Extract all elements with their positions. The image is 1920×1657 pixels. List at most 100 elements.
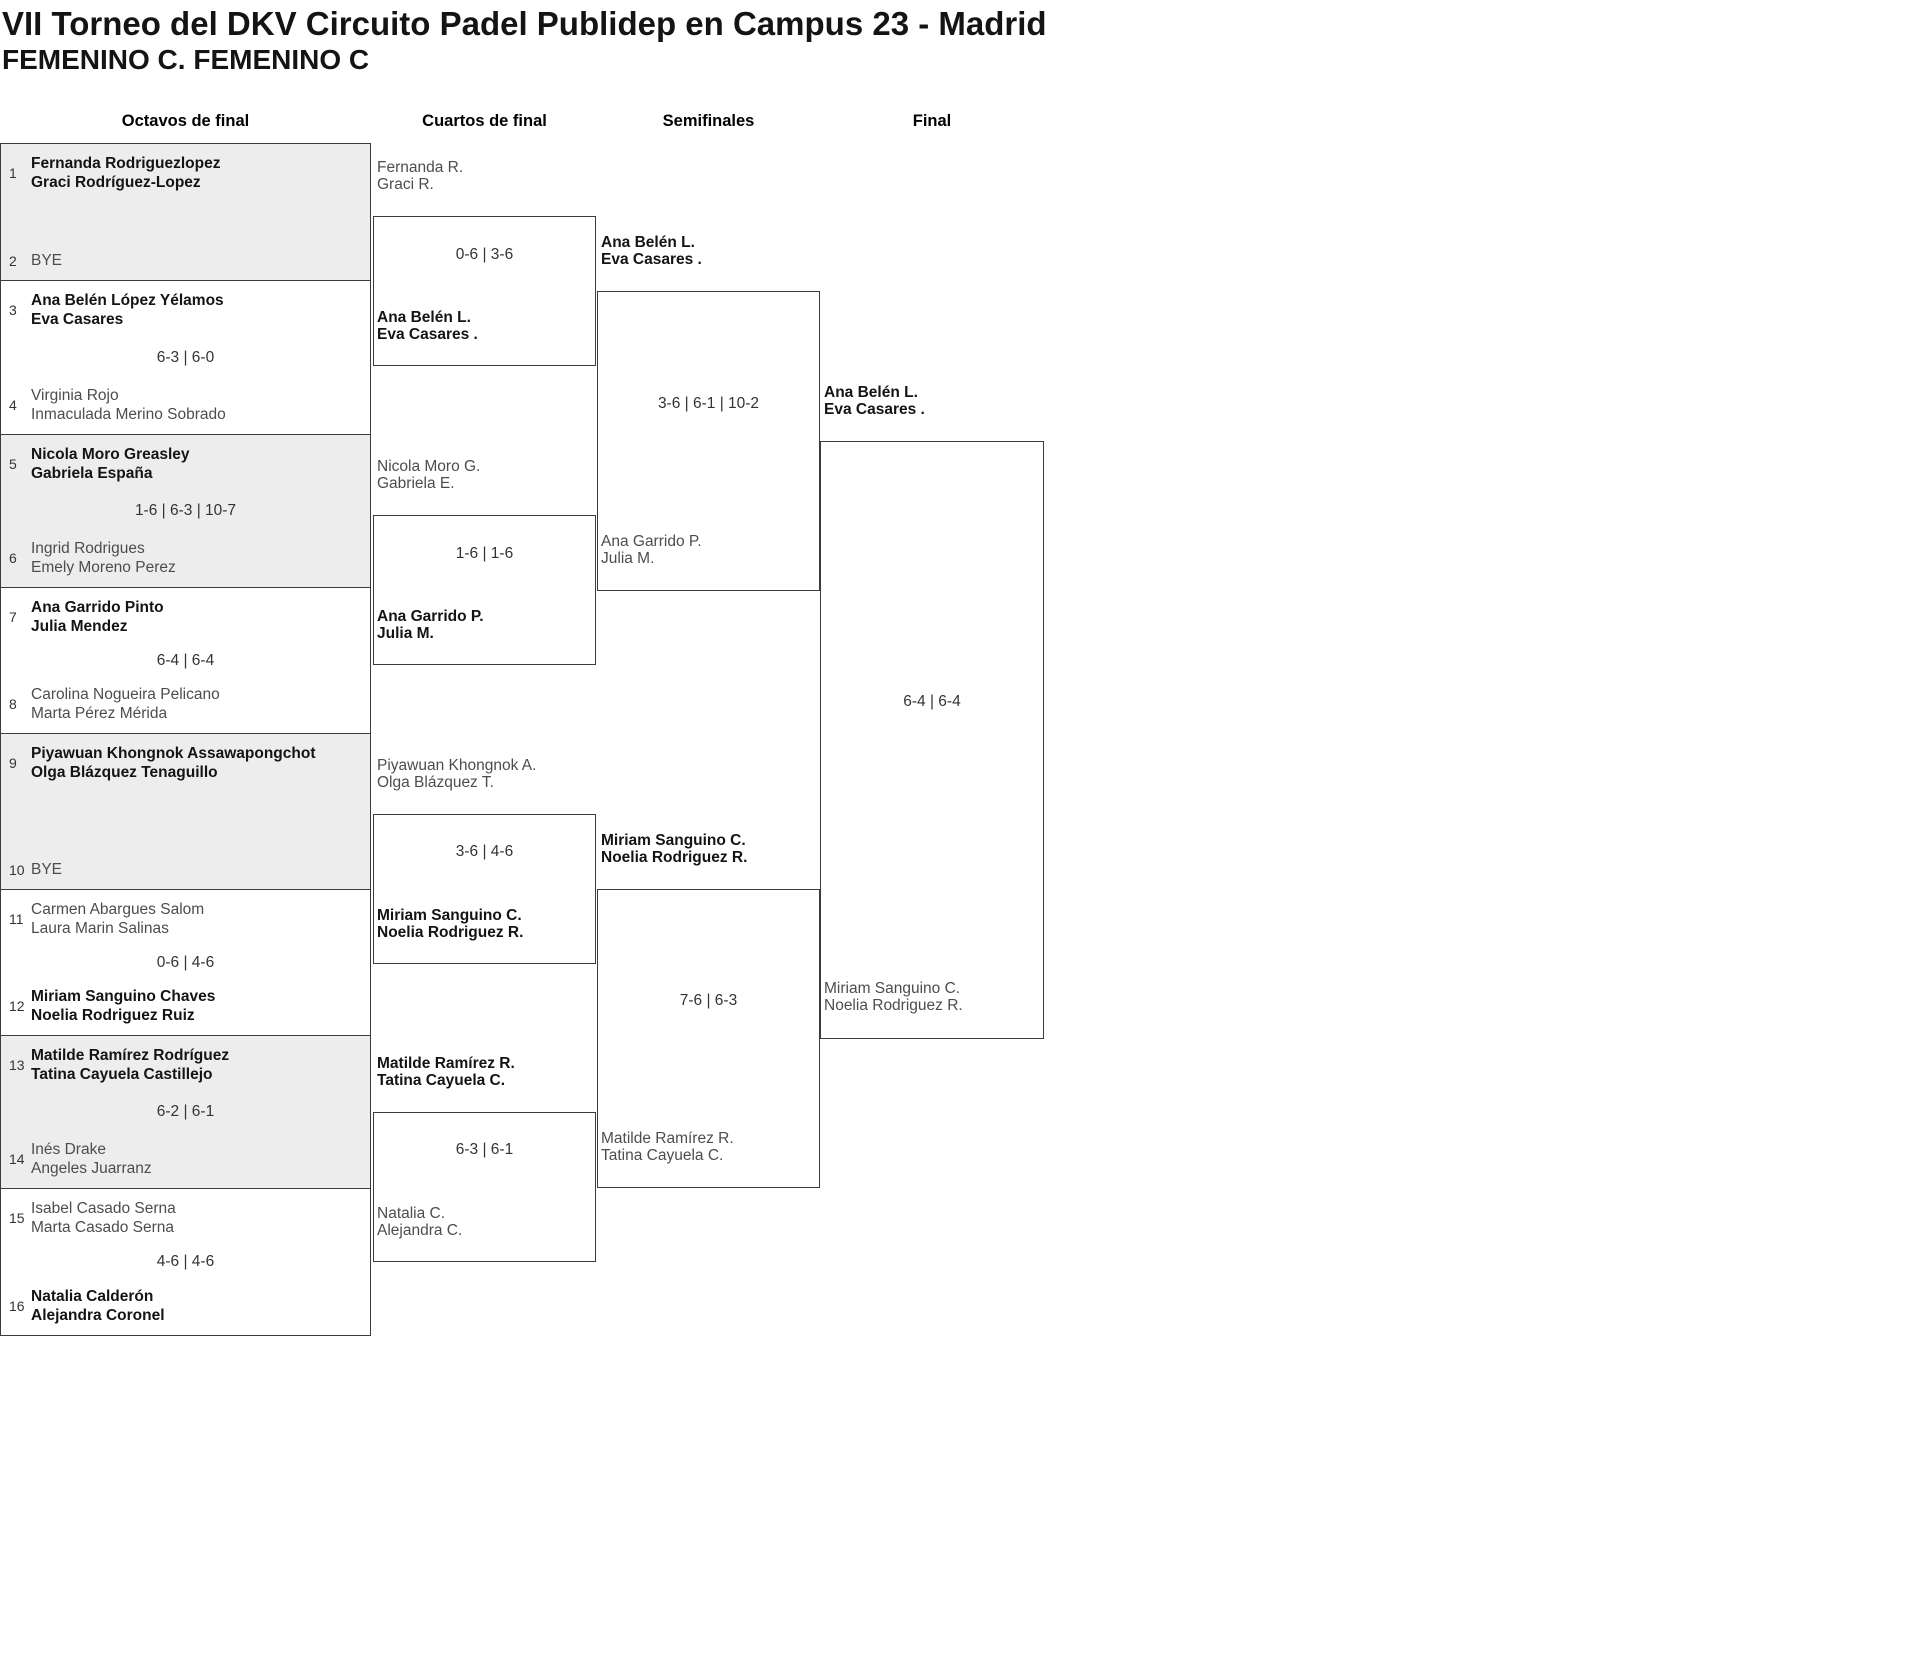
team-label-bottom: Ana Garrido P. Julia M. <box>377 608 593 642</box>
player-name: Alejandra Coronel <box>31 1307 165 1324</box>
round-header-octavos: Octavos de final <box>121 112 250 130</box>
match-score: 0-6 | 4-6 <box>156 953 215 971</box>
team-players: BYE <box>31 860 62 879</box>
team-players: Ana Belén López Yélamos Eva Casares <box>31 291 224 329</box>
team-label-bottom: Ana Belén L. Eva Casares . <box>377 309 593 343</box>
player-name: Noelia Rodriguez R. <box>824 997 963 1014</box>
team-label-top: Matilde Ramírez R. Tatina Cayuela C. <box>377 1055 593 1089</box>
seed-number: 9 <box>9 755 17 771</box>
player-name: Noelia Rodriguez R. <box>601 849 748 866</box>
player-name: Ana Belén L. <box>824 384 918 401</box>
player-name: BYE <box>31 252 63 269</box>
octavos-match-6: 11 Carmen Abargues Salom Laura Marin Sal… <box>0 889 371 1036</box>
team-players: Piyawuan Khongnok Assawapongchot Olga Bl… <box>31 744 315 782</box>
player-name: BYE <box>31 861 63 878</box>
match-score: 1-6 | 1-6 <box>455 545 514 562</box>
team-players: Ana Garrido Pinto Julia Mendez <box>31 598 164 636</box>
team-entry: 3 Ana Belén López Yélamos Eva Casares <box>9 291 364 329</box>
player-name: Inmaculada Merino Sobrado <box>31 406 226 423</box>
player-name: Julia M. <box>377 625 434 642</box>
team-players: Virginia Rojo Inmaculada Merino Sobrado <box>31 386 226 424</box>
round-header-cuartos: Cuartos de final <box>422 112 547 130</box>
round-header-final: Final <box>912 112 952 130</box>
team-players: Nicola Moro Greasley Gabriela España <box>31 445 190 483</box>
team-entry: 15 Isabel Casado Serna Marta Casado Sern… <box>9 1199 364 1237</box>
player-name: Emely Moreno Perez <box>31 559 176 576</box>
player-name: Ana Garrido P. <box>601 533 702 550</box>
player-name: Julia Mendez <box>31 618 128 635</box>
player-name: Nicola Moro Greasley <box>31 446 190 463</box>
team-players: Natalia Calderón Alejandra Coronel <box>31 1287 165 1325</box>
player-name: Graci Rodríguez-Lopez <box>31 174 201 191</box>
octavos-match-1: 1 Fernanda Rodriguezlopez Graci Rodrígue… <box>0 143 371 281</box>
player-name: Marta Pérez Mérida <box>31 705 168 722</box>
player-name: Eva Casares . <box>601 251 702 268</box>
player-name: Ana Belén López Yélamos <box>31 292 224 309</box>
semifinal-match-1-box <box>597 291 820 591</box>
match-score: 1-6 | 6-3 | 10-7 <box>134 502 237 519</box>
team-players: BYE <box>31 251 62 270</box>
player-name: Gabriela España <box>31 465 153 482</box>
cuartos-match-4-box <box>373 1112 596 1262</box>
octavos-match-7: 13 Matilde Ramírez Rodríguez Tatina Cayu… <box>0 1035 371 1189</box>
team-entry: 14 Inés Drake Angeles Juarranz <box>9 1140 364 1178</box>
player-name: Eva Casares <box>31 311 124 328</box>
seed-number: 6 <box>9 550 17 566</box>
player-name: Tatina Cayuela C. <box>377 1072 506 1089</box>
seed-number: 3 <box>9 302 17 318</box>
seed-number: 4 <box>9 397 17 413</box>
team-label-bottom: Miriam Sanguino C. Noelia Rodriguez R. <box>824 980 1040 1014</box>
team-players: Ingrid Rodrigues Emely Moreno Perez <box>31 539 176 577</box>
player-name: Fernanda Rodriguezlopez <box>31 155 221 172</box>
team-entry: 5 Nicola Moro Greasley Gabriela España <box>9 445 364 483</box>
player-name: Inés Drake <box>31 1141 106 1158</box>
seed-number: 13 <box>9 1057 25 1073</box>
player-name: Piyawuan Khongnok Assawapongchot <box>31 745 316 762</box>
player-name: Tatina Cayuela Castillejo <box>31 1066 213 1083</box>
team-entry: 10 BYE <box>9 860 364 879</box>
cuartos-match-2-box <box>373 515 596 665</box>
player-name: Virginia Rojo <box>31 387 119 404</box>
player-name: Angeles Juarranz <box>31 1160 152 1177</box>
player-name: Noelia Rodriguez R. <box>377 924 524 941</box>
match-score: 7-6 | 6-3 <box>679 992 738 1009</box>
octavos-match-4: 7 Ana Garrido Pinto Julia Mendez 6-4 | 6… <box>0 587 371 734</box>
match-score: 6-4 | 6-4 <box>903 693 961 710</box>
player-name: Eva Casares . <box>377 326 478 343</box>
cuartos-match-3-box <box>373 814 596 964</box>
team-players: Fernanda Rodriguezlopez Graci Rodríguez-… <box>31 154 220 192</box>
player-name: Miriam Sanguino C. <box>377 907 522 924</box>
final-match-box <box>820 441 1044 1039</box>
seed-number: 11 <box>9 911 24 927</box>
team-entry: 2 BYE <box>9 251 364 270</box>
match-score: 0-6 | 3-6 <box>455 246 514 263</box>
match-score: 6-2 | 6-1 <box>156 1103 215 1120</box>
seed-number: 8 <box>9 696 17 712</box>
seed-number: 12 <box>9 998 25 1014</box>
player-name: Piyawuan Khongnok A. <box>377 757 537 774</box>
octavos-match-3: 5 Nicola Moro Greasley Gabriela España 1… <box>0 434 371 588</box>
team-entry: 8 Carolina Nogueira Pelicano Marta Pérez… <box>9 685 364 723</box>
player-name: Isabel Casado Serna <box>31 1200 176 1217</box>
octavos-match-5: 9 Piyawuan Khongnok Assawapongchot Olga … <box>0 733 371 890</box>
team-entry: 6 Ingrid Rodrigues Emely Moreno Perez <box>9 539 364 577</box>
team-entry: 4 Virginia Rojo Inmaculada Merino Sobrad… <box>9 386 364 424</box>
team-label-top: Ana Belén L. Eva Casares . <box>601 234 817 268</box>
player-name: Gabriela E. <box>377 475 455 492</box>
team-players: Carmen Abargues Salom Laura Marin Salina… <box>31 900 204 938</box>
player-name: Marta Casado Serna <box>31 1219 175 1236</box>
team-entry: 11 Carmen Abargues Salom Laura Marin Sal… <box>9 900 364 938</box>
team-entry: 12 Miriam Sanguino Chaves Noelia Rodrigu… <box>9 987 364 1025</box>
team-label-bottom: Miriam Sanguino C. Noelia Rodriguez R. <box>377 907 593 941</box>
player-name: Ana Belén L. <box>377 309 471 326</box>
match-score: 6-3 | 6-1 <box>455 1141 514 1158</box>
seed-number: 7 <box>9 609 17 625</box>
seed-number: 5 <box>9 456 17 472</box>
match-score: 3-6 | 4-6 <box>455 843 514 860</box>
team-label-top: Miriam Sanguino C. Noelia Rodriguez R. <box>601 832 817 866</box>
team-players: Matilde Ramírez Rodríguez Tatina Cayuela… <box>31 1046 229 1084</box>
player-name: Matilde Ramírez R. <box>601 1130 734 1147</box>
player-name: Ana Garrido P. <box>377 608 484 625</box>
team-entry: 16 Natalia Calderón Alejandra Coronel <box>9 1287 364 1325</box>
team-label-top: Piyawuan Khongnok A. Olga Blázquez T. <box>377 757 593 791</box>
